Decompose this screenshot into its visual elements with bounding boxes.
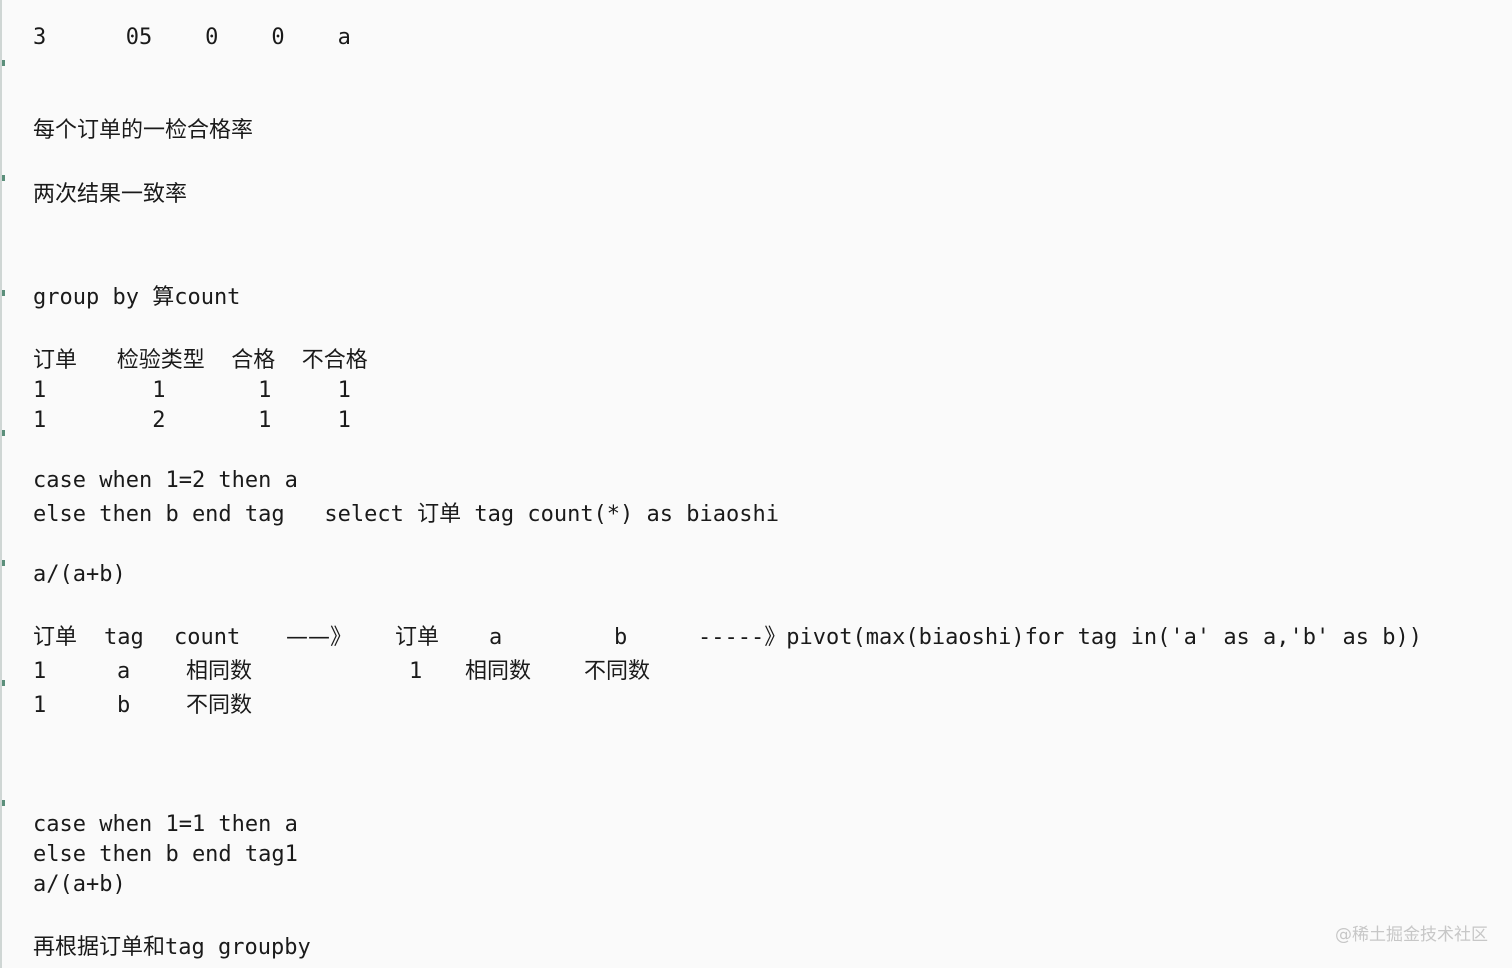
text-line: a/(a+b): [33, 562, 126, 587]
cell: a: [117, 659, 131, 684]
col-order-2: 订单: [395, 625, 440, 650]
col-b: b: [614, 625, 628, 650]
text-line: 每个订单的一检合格率: [33, 118, 254, 143]
cell: 不同数: [186, 693, 253, 718]
text-line: 两次结果一致率: [33, 182, 188, 207]
col-a: a: [489, 625, 503, 650]
text-line: case when 1=2 then a: [33, 468, 298, 493]
cell: 1: [409, 659, 423, 684]
text-line: 订单 检验类型 合格 不合格: [33, 348, 368, 373]
text-line: 3 05 0 0 a: [33, 25, 351, 50]
text-line: case when 1=1 then a: [33, 812, 298, 837]
text-line: 1 1 1 1: [33, 378, 351, 403]
text-line: else then b end tag1: [33, 842, 298, 867]
cell: 相同数: [465, 659, 532, 684]
col-order: 订单: [33, 625, 78, 650]
pivot-expression: -----》pivot(max(biaoshi)for tag in('a' a…: [698, 625, 1422, 650]
text-line: group by 算count: [33, 285, 241, 310]
text-line: else then b end tag select 订单 tag count(…: [33, 502, 779, 527]
text-line: 再根据订单和tag groupby: [33, 935, 311, 960]
cell: 相同数: [186, 659, 253, 684]
col-tag: tag: [104, 625, 144, 650]
arrow: ——》: [286, 625, 353, 650]
text-line: 1 2 1 1: [33, 408, 351, 433]
cell: 1: [33, 659, 47, 684]
text-line: a/(a+b): [33, 872, 126, 897]
col-count: count: [174, 625, 241, 650]
cell: b: [117, 693, 131, 718]
watermark: @稀土掘金技术社区: [1335, 925, 1488, 945]
cell: 不同数: [584, 659, 651, 684]
gutter-markers: [2, 0, 5, 968]
cell: 1: [33, 693, 47, 718]
